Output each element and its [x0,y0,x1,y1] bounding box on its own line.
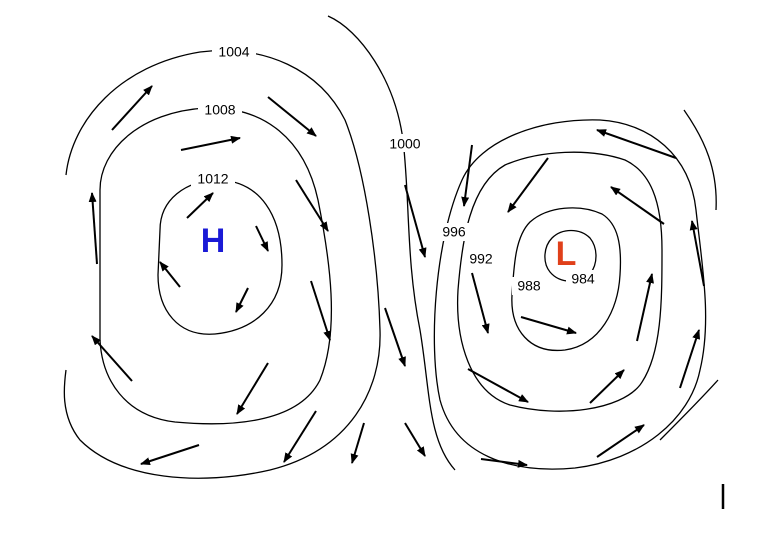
isobar-1004-high [63,49,381,479]
wind-arrow [689,220,705,287]
wind-arrow [461,144,473,207]
wind-arrows-trough [350,184,427,464]
isobar-label-984: 984 [566,270,600,288]
wind-arrow [507,157,549,213]
wind-arrows-low [461,129,705,468]
label-992: 992 [469,251,493,267]
wind-arrow [267,96,317,137]
isobar-label-1008: 1008 [198,101,242,119]
label-984: 984 [571,271,595,287]
label-1008: 1008 [204,102,235,118]
wind-arrow [471,272,490,334]
isobar-label-1000: 1000 [383,134,427,152]
isobar-outer-right [683,109,717,211]
wind-arrow [384,307,406,367]
isobar-outer-right-lower [659,379,719,441]
wind-arrow [236,362,269,415]
wind-arrow [467,368,529,403]
isobar-1008-high [99,107,333,425]
wind-arrow [350,422,365,464]
label-1000: 1000 [389,136,420,152]
label-1012: 1012 [197,171,228,187]
wind-arrow [111,85,153,131]
wind-arrow [91,335,133,382]
wind-arrow [520,316,577,335]
isobar-996-low [433,119,707,470]
isobar-label-1004: 1004 [212,43,256,61]
wind-arrow [283,410,317,463]
wind-arrows-high [88,85,332,465]
wind-arrow [679,329,700,389]
wind-arrow [295,179,329,232]
isobar-label-996: 996 [437,223,471,241]
wind-arrow [589,369,625,404]
wind-arrow [159,261,181,288]
wind-arrow [255,225,269,252]
wind-arrow [596,424,645,458]
wind-arrow [404,184,427,258]
wind-arrow [140,444,200,465]
isobar-label-1012: 1012 [191,170,235,188]
isobar-label-992: 992 [464,250,498,268]
wind-arrow [186,192,214,219]
wind-arrow [636,273,654,342]
label-996: 996 [442,224,466,240]
isobar-1000-divider [327,15,456,471]
high-pressure-center: H [201,222,226,260]
wind-arrow [610,186,665,225]
isobar-992-low [456,151,663,412]
isobar-label-988: 988 [512,277,546,295]
wind-arrow [480,458,528,468]
label-1004: 1004 [218,44,249,60]
wind-arrow [310,280,332,341]
wind-arrow [235,287,249,313]
wind-arrow [88,192,98,265]
wind-arrow [180,135,241,151]
wind-arrow [404,422,426,457]
wind-arrow [596,129,677,159]
low-pressure-center: L [556,235,577,273]
label-988: 988 [517,278,541,294]
